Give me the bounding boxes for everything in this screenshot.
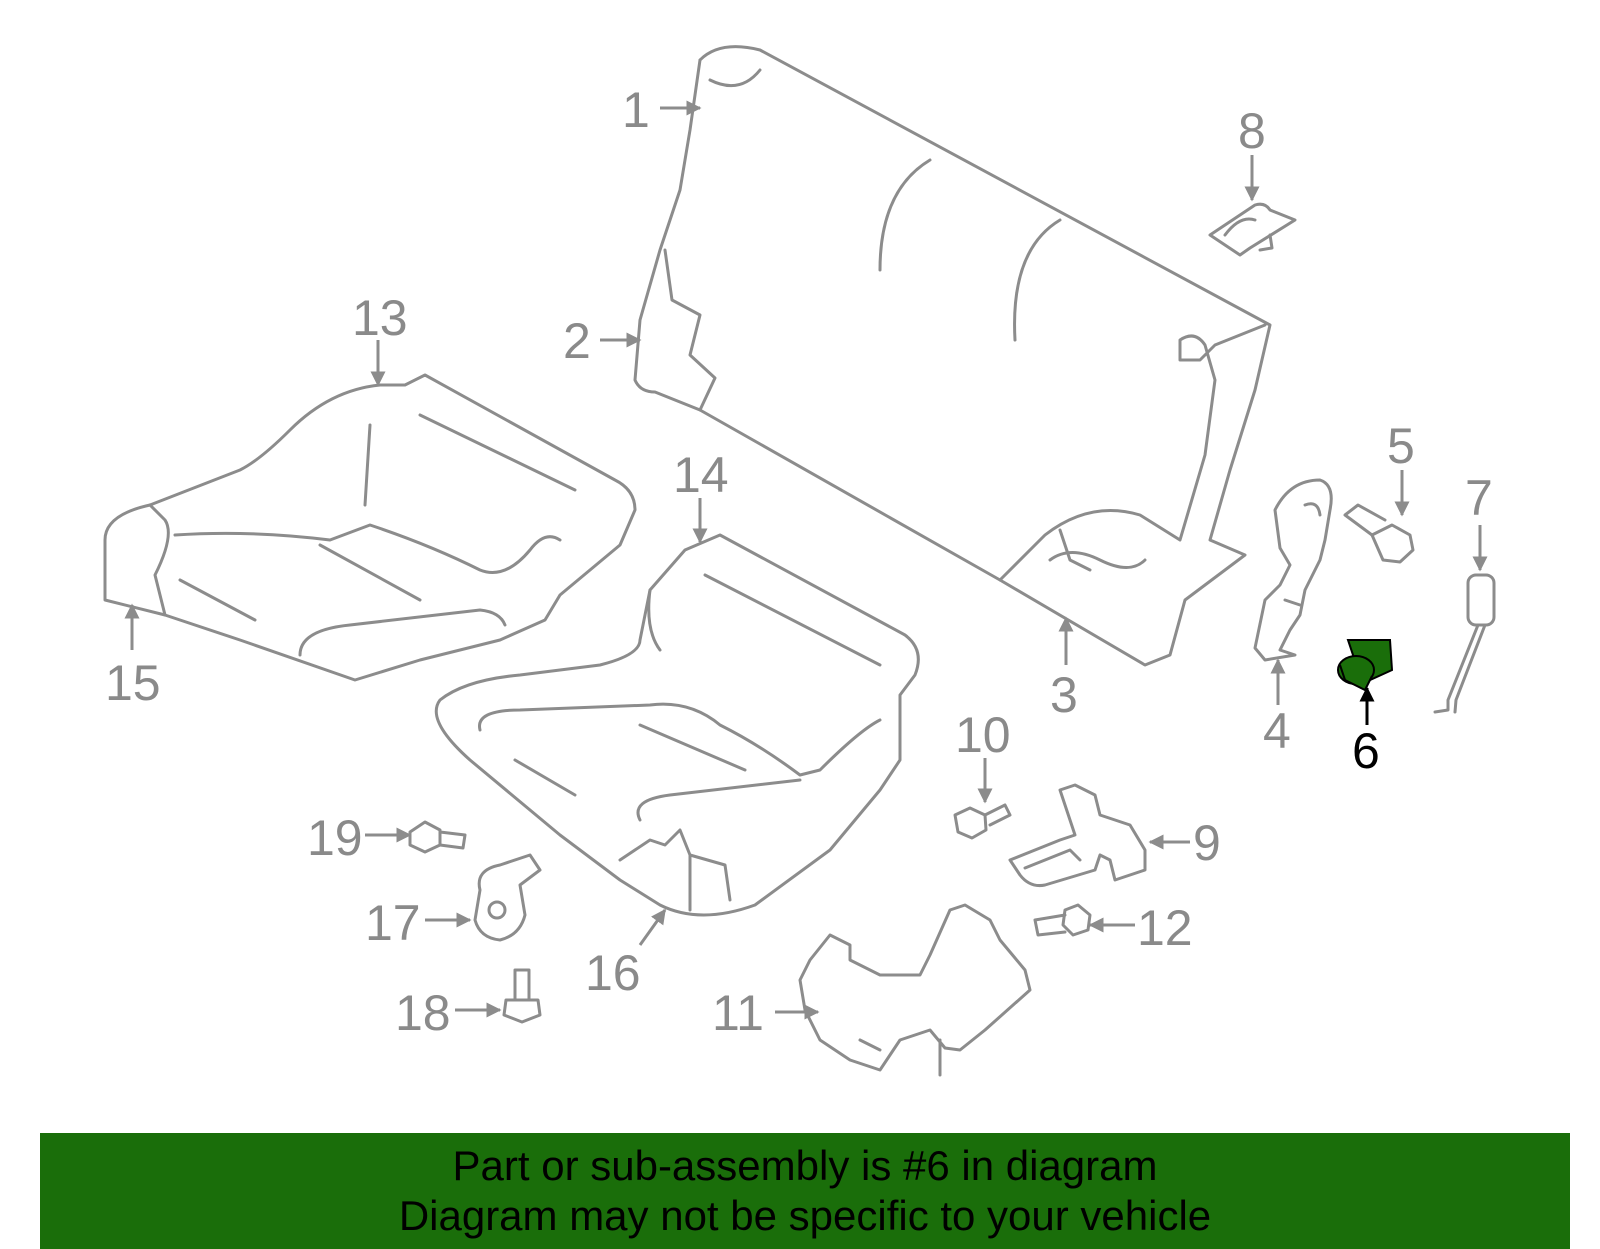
label-15: 15 (105, 655, 161, 711)
hinge-bracket (1253, 478, 1333, 662)
label-12: 12 (1137, 900, 1193, 956)
frame-11 (798, 903, 1032, 1077)
callout-labels: 1 2 3 4 5 6 7 8 9 10 11 12 13 14 15 16 1… (105, 82, 1493, 1041)
label-7: 7 (1465, 470, 1493, 526)
label-6: 6 (1352, 723, 1380, 779)
bolt-12 (1033, 903, 1092, 937)
bracket-9 (1008, 783, 1147, 887)
info-banner: Part or sub-assembly is #6 in diagram Di… (40, 1133, 1570, 1249)
label-11: 11 (712, 985, 764, 1041)
cover-8 (1208, 202, 1297, 257)
label-2: 2 (563, 313, 591, 369)
label-13: 13 (352, 290, 408, 346)
bolt-10 (953, 803, 1012, 840)
bolt-19 (408, 820, 467, 854)
left-seat-cushion (103, 373, 637, 682)
label-16: 16 (585, 945, 641, 1001)
bolt-18 (502, 968, 542, 1024)
label-17: 17 (365, 895, 421, 951)
banner-line-2: Diagram may not be specific to your vehi… (398, 1192, 1212, 1239)
right-seat-cushion (434, 533, 920, 917)
bracket-17 (473, 853, 542, 942)
label-18: 18 (395, 985, 451, 1041)
seat-back (633, 45, 1272, 667)
label-8: 8 (1238, 103, 1266, 159)
leader-arrows (124, 100, 1488, 1020)
label-4: 4 (1263, 703, 1291, 759)
highlighted-part-6 (1337, 639, 1394, 692)
label-1: 1 (622, 82, 650, 138)
label-5: 5 (1387, 418, 1415, 474)
label-9: 9 (1193, 815, 1221, 871)
label-19: 19 (307, 810, 363, 866)
banner-line-1: Part or sub-assembly is #6 in diagram (452, 1142, 1158, 1189)
label-3: 3 (1050, 667, 1078, 723)
parts-diagram: 1 2 3 4 5 6 7 8 9 10 11 12 13 14 15 16 1… (103, 45, 1496, 1077)
bolt-5 (1343, 503, 1415, 564)
label-10: 10 (955, 707, 1011, 763)
label-14: 14 (673, 447, 729, 503)
rod-7 (1433, 573, 1496, 714)
